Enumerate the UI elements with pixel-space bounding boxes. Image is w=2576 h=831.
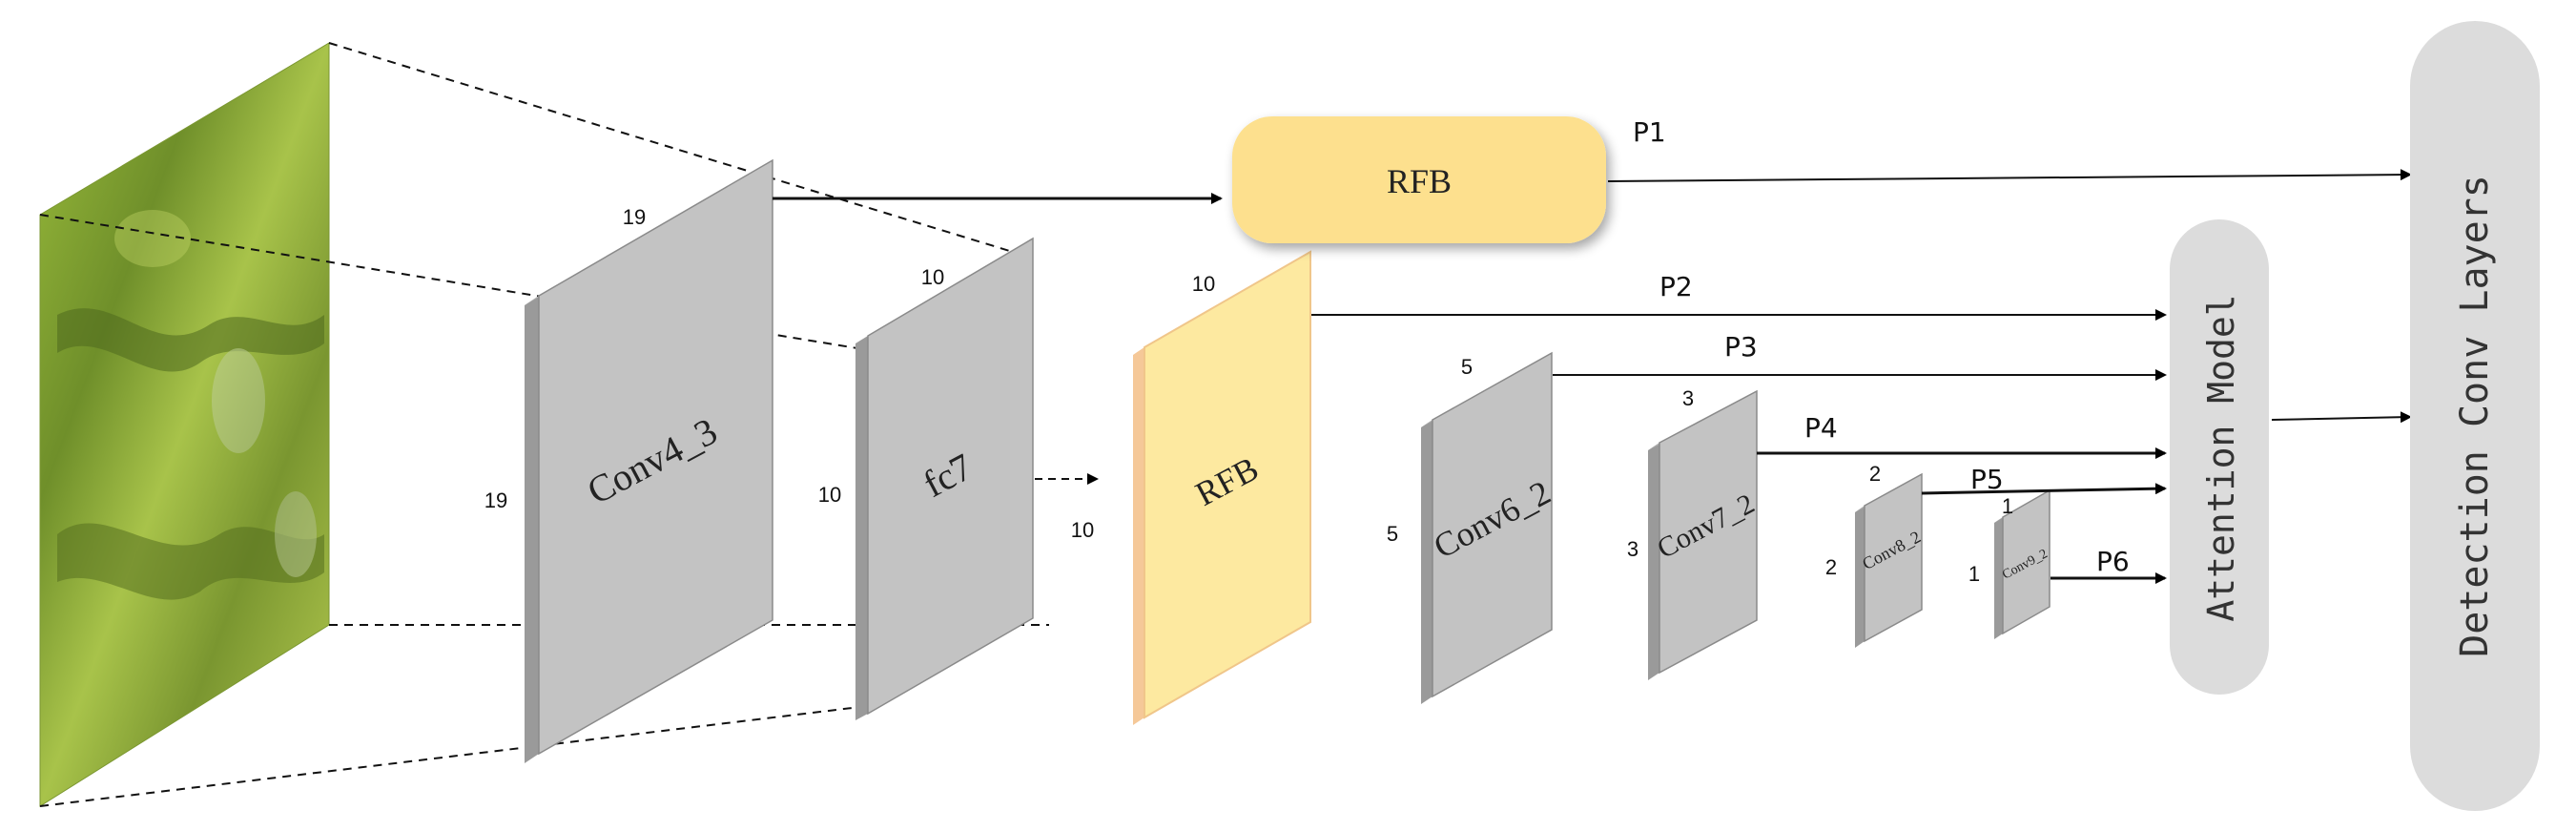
rfb-block-top: RFB (1232, 116, 1606, 243)
layer-height-conv4-3: 19 (484, 488, 507, 512)
detection-conv-layers-block: Detection Conv Layers (2410, 21, 2540, 811)
p1-arrow (1607, 169, 2412, 182)
attention-to-detection-arrow (2271, 411, 2412, 424)
output-label-p1: P1 (1633, 116, 1666, 148)
output-label-p3: P3 (1724, 331, 1758, 363)
layer-height-conv7-2: 3 (1627, 537, 1638, 561)
layer-fc7: fc7 10 10 (818, 237, 1034, 720)
attention-model-label: Attention Model (2200, 294, 2242, 621)
layer-width-rfb: 10 (1192, 272, 1215, 296)
layer-height-rfb: 10 (1071, 518, 1094, 542)
detection-conv-layers-label: Detection Conv Layers (2453, 175, 2497, 657)
layer-width-conv8-2: 2 (1869, 462, 1881, 486)
layer-conv8-2: Conv8_2 2 2 (1825, 462, 1924, 648)
layer-conv9-2: Conv9_2 1 1 (1968, 488, 2050, 639)
rfb-block-top-label: RFB (1387, 162, 1452, 200)
output-label-p2: P2 (1659, 271, 1693, 302)
layer-conv4-3: Conv4_3 19 19 (484, 158, 773, 763)
landscape-photo-icon (57, 210, 324, 600)
attention-model-block: Attention Model (2170, 219, 2269, 695)
layer-width-conv7-2: 3 (1682, 386, 1694, 410)
p5-arrow (1921, 483, 2167, 495)
output-arrows (1311, 169, 2412, 584)
layer-rfb: RFB 10 10 (1071, 250, 1311, 725)
output-label-p6: P6 (2096, 546, 2130, 577)
layer-height-conv6-2: 5 (1387, 522, 1398, 546)
layer-height-conv9-2: 1 (1968, 562, 1980, 586)
layer-width-fc7: 10 (921, 265, 944, 289)
layer-width-conv4-3: 19 (623, 205, 646, 229)
output-label-p5: P5 (1970, 464, 2004, 495)
layer-height-fc7: 10 (818, 483, 841, 507)
layer-conv7-2: Conv7_2 3 3 (1627, 386, 1760, 680)
layer-conv6-2: Conv6_2 5 5 (1387, 351, 1556, 704)
layer-height-conv8-2: 2 (1825, 555, 1837, 579)
output-label-p4: P4 (1804, 412, 1838, 444)
layer-width-conv9-2: 1 (2002, 494, 2013, 518)
layer-width-conv6-2: 5 (1461, 355, 1473, 379)
input-image (39, 42, 330, 807)
